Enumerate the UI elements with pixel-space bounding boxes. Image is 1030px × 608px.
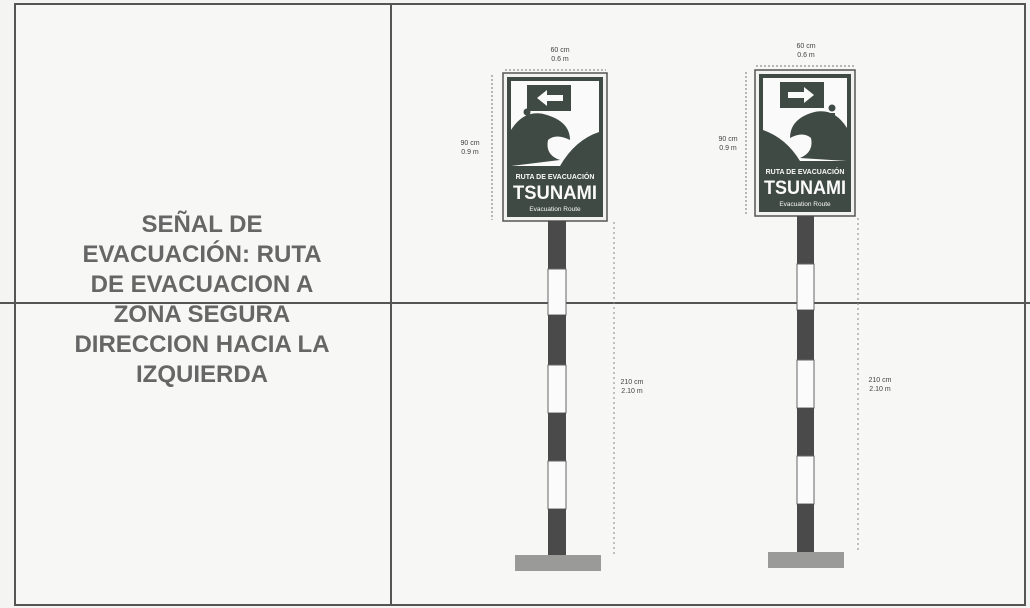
width-m-label: 0.6 m	[551, 56, 569, 63]
width-cm-label: 60 cm	[550, 47, 569, 54]
width-m-label: 0.6 m	[797, 52, 815, 59]
column-divider	[390, 5, 392, 604]
caption-line: IZQUIERDA	[136, 361, 268, 388]
pole-m-label: 2.10 m	[869, 386, 891, 393]
arrow-right-icon	[788, 87, 814, 103]
sign-subtitle: Evacuation Route	[779, 201, 831, 208]
height-cm-label: 90 cm	[718, 136, 737, 143]
sign-title: TSUNAMI	[764, 178, 846, 199]
caption-line: DE EVACUACION A	[90, 271, 314, 298]
running-person-icon	[821, 104, 838, 130]
evacuation-sign-right: 60 cm 0.6 m 90 cm 0.9 m RUTA DE EVACUACI…	[718, 43, 892, 568]
pole-m-label: 2.10 m	[621, 388, 643, 395]
arrow-left-icon	[537, 90, 563, 106]
pole-base	[768, 552, 844, 568]
caption-line: DIRECCION HACIA LA	[74, 331, 330, 358]
caption-line: ZONA SEGURA	[113, 301, 291, 328]
row-divider	[0, 302, 1030, 304]
sign-subtitle: Evacuation Route	[529, 206, 581, 213]
caption-line: SEÑAL DE	[141, 211, 263, 238]
width-cm-label: 60 cm	[796, 43, 815, 50]
pole-base	[515, 555, 601, 571]
caption-line: EVACUACIÓN: RUTA	[82, 241, 322, 268]
height-cm-label: 90 cm	[460, 140, 479, 147]
striped-pole	[547, 221, 567, 555]
striped-pole	[796, 216, 815, 552]
pole-cm-label: 210 cm	[869, 377, 892, 384]
pole-cm-label: 210 cm	[621, 379, 644, 386]
sign-caption: SEÑAL DE EVACUACIÓN: RUTA DE EVACUACION …	[16, 210, 388, 390]
height-m-label: 0.9 m	[719, 145, 737, 152]
evacuation-sign-left: 60 cm 0.6 m 90 cm 0.9 m RUTA DE EVACUACI…	[460, 47, 644, 571]
height-m-label: 0.9 m	[461, 149, 479, 156]
sign-title: TSUNAMI	[513, 183, 597, 204]
route-label: RUTA DE EVACUACIÓN	[516, 172, 595, 181]
route-label: RUTA DE EVACUACIÓN	[766, 167, 845, 176]
